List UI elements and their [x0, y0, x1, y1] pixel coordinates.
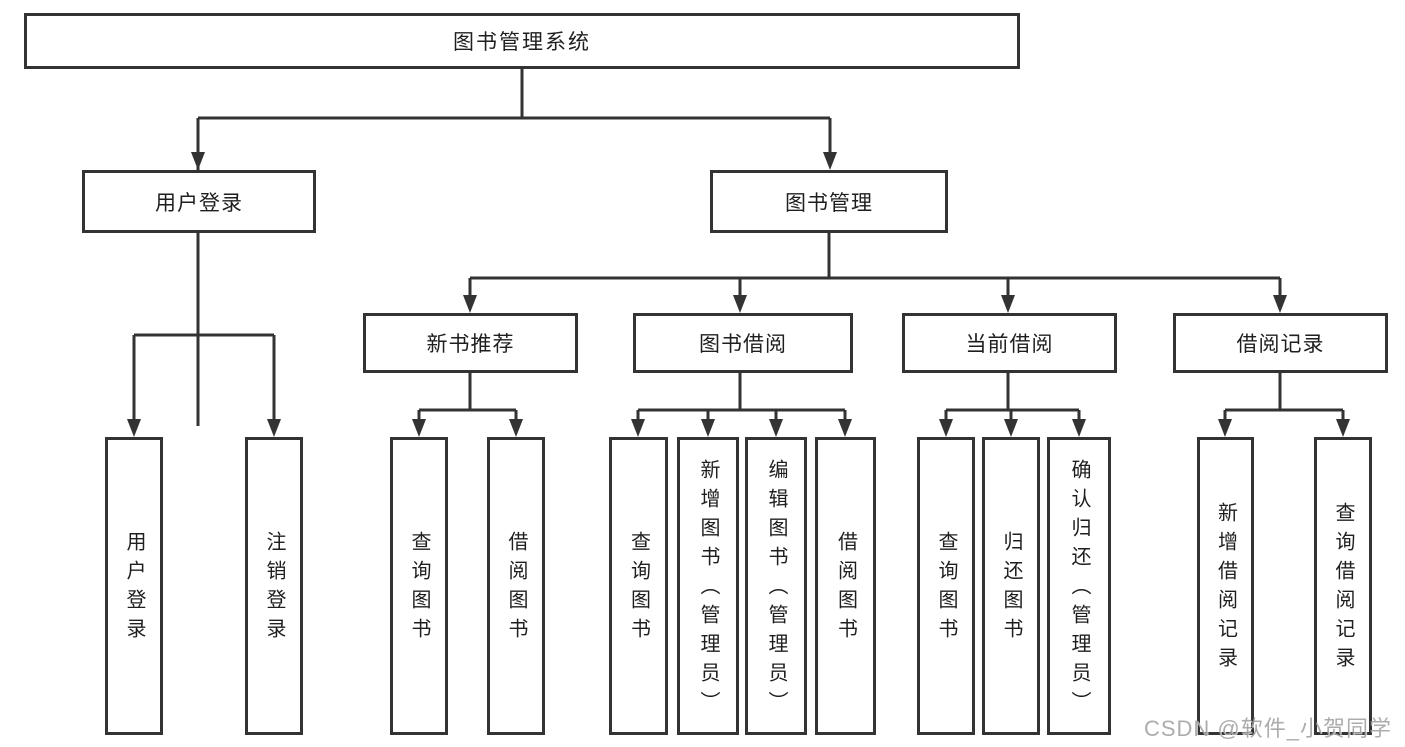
edge-current-borrow-to-leaves: [944, 373, 1081, 426]
node-leaf-borrow-books-1: 借阅图书: [487, 437, 545, 735]
arrowhead: [733, 295, 747, 313]
edge-borrow-record-to-leaves: [1223, 373, 1345, 426]
node-current-borrow: 当前借阅: [902, 313, 1117, 373]
edge-book-borrow-to-leaves: [636, 373, 847, 426]
arrowhead: [267, 419, 281, 437]
csdn-watermark: CSDN @软件_小贺同学: [1143, 716, 1392, 741]
node-leaf-add-book-admin: 新增图书（管理员）: [677, 437, 739, 735]
arrowhead: [823, 152, 837, 170]
node-leaf-query-books-3: 查询图书: [917, 437, 975, 735]
node-leaf-borrow-books-2: 借阅图书: [815, 437, 876, 735]
node-borrow-record: 借阅记录: [1173, 313, 1388, 373]
arrowhead: [509, 419, 523, 437]
arrowheads: [127, 152, 1350, 437]
arrowhead: [631, 419, 645, 437]
node-leaf-query-books-2: 查询图书: [609, 437, 668, 735]
arrowhead: [1001, 295, 1015, 313]
edge-new-book-to-leaves: [417, 373, 518, 426]
arrowhead: [1336, 419, 1350, 437]
node-user-login: 用户登录: [82, 170, 316, 233]
edge-root-to-level2: [196, 69, 832, 426]
arrowhead: [1273, 295, 1287, 313]
node-leaf-confirm-return-admin: 确认归还（管理员）: [1047, 437, 1111, 735]
arrowhead: [838, 419, 852, 437]
arrowhead: [412, 419, 426, 437]
arrowhead: [1218, 419, 1232, 437]
arrowhead: [463, 295, 477, 313]
edge-user-login-to-leaves: [132, 233, 276, 426]
node-book-borrow: 图书借阅: [633, 313, 853, 373]
node-leaf-add-borrow-record: 新增借阅记录: [1197, 437, 1254, 735]
node-leaf-user-login: 用户登录: [105, 437, 163, 735]
node-library-management-system: 图书管理系统: [24, 13, 1020, 69]
arrowhead: [939, 419, 953, 437]
node-leaf-logout: 注销登录: [245, 437, 303, 735]
arrowhead: [769, 419, 783, 437]
node-new-book-recommend: 新书推荐: [363, 313, 578, 373]
arrowhead: [701, 419, 715, 437]
node-leaf-return-book: 归还图书: [982, 437, 1040, 735]
node-leaf-query-books-1: 查询图书: [390, 437, 448, 735]
arrowhead: [1004, 419, 1018, 437]
node-leaf-edit-book-admin: 编辑图书（管理员）: [745, 437, 807, 735]
node-book-management: 图书管理: [710, 170, 948, 233]
arrowhead: [191, 152, 205, 170]
arrowhead: [127, 419, 141, 437]
arrowhead: [1072, 419, 1086, 437]
edge-book-mgmt-to-level3: [468, 233, 1282, 302]
node-leaf-query-borrow-record: 查询借阅记录: [1314, 437, 1372, 735]
